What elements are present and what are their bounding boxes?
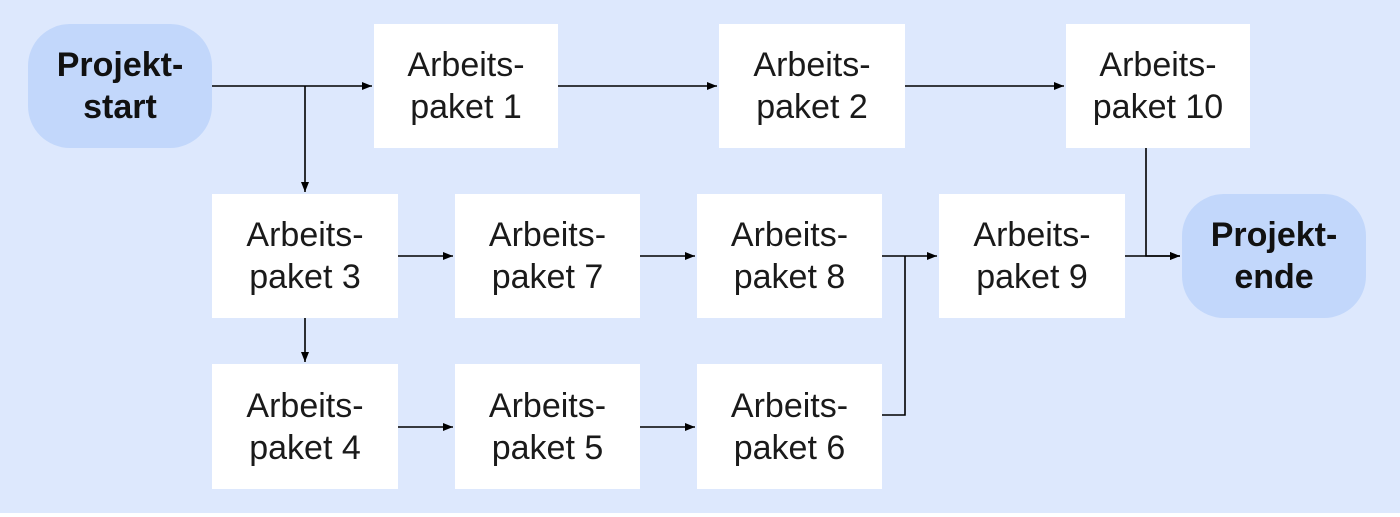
work-package-10-line1: Arbeits- <box>1099 46 1217 84</box>
work-package-10-line2: paket 10 <box>1092 88 1224 126</box>
project-start-label-line1: Projekt- <box>56 46 184 84</box>
work-package-1-line1: Arbeits- <box>407 46 525 84</box>
work-package-4-line1: Arbeits- <box>246 386 364 425</box>
work-package-5-line1: Arbeits- <box>488 386 607 425</box>
work-package-10: Arbeits- paket 10 <box>1066 24 1250 148</box>
work-package-2-line2: paket 2 <box>756 88 868 126</box>
work-package-9-line1: Arbeits- <box>973 216 1091 254</box>
work-package-8-line2: paket 8 <box>733 258 846 296</box>
work-package-5: Arbeits- paket 5 <box>455 364 640 489</box>
work-package-4: Arbeits- paket 4 <box>212 364 398 489</box>
work-package-9-line2: paket 9 <box>976 258 1088 296</box>
project-end-node: Projekt- ende <box>1182 194 1366 318</box>
work-package-6: Arbeits- paket 6 <box>697 364 882 489</box>
work-package-9: Arbeits- paket 9 <box>939 194 1125 318</box>
work-package-4-line2: paket 4 <box>249 428 361 467</box>
edge-ap6-to-ap9 <box>882 256 906 416</box>
work-package-3: Arbeits- paket 3 <box>212 194 398 318</box>
work-package-1: Arbeits- paket 1 <box>374 24 558 148</box>
work-package-5-line2: paket 5 <box>491 428 604 467</box>
work-package-3-line1: Arbeits- <box>246 216 364 254</box>
work-package-1-line2: paket 1 <box>410 88 522 126</box>
bottom-border-strip <box>0 513 1400 517</box>
project-start-label-line2: start <box>83 88 157 126</box>
work-package-2-line1: Arbeits- <box>753 46 871 84</box>
work-package-8: Arbeits- paket 8 <box>697 194 882 318</box>
work-package-6-line2: paket 6 <box>733 428 846 467</box>
work-package-6-line1: Arbeits- <box>730 386 849 425</box>
work-package-8-line1: Arbeits- <box>730 216 849 254</box>
project-start-node: Projekt- start <box>28 24 212 148</box>
work-package-2: Arbeits- paket 2 <box>719 24 905 148</box>
work-package-7-line2: paket 7 <box>491 258 604 296</box>
project-end-label-line1: Projekt- <box>1210 216 1338 254</box>
project-end-label-line2: ende <box>1234 258 1314 296</box>
work-package-7: Arbeits- paket 7 <box>455 194 640 318</box>
work-package-3-line2: paket 3 <box>249 258 361 296</box>
edge-ap10-to-end <box>1145 148 1180 260</box>
work-package-7-line1: Arbeits- <box>488 216 607 254</box>
